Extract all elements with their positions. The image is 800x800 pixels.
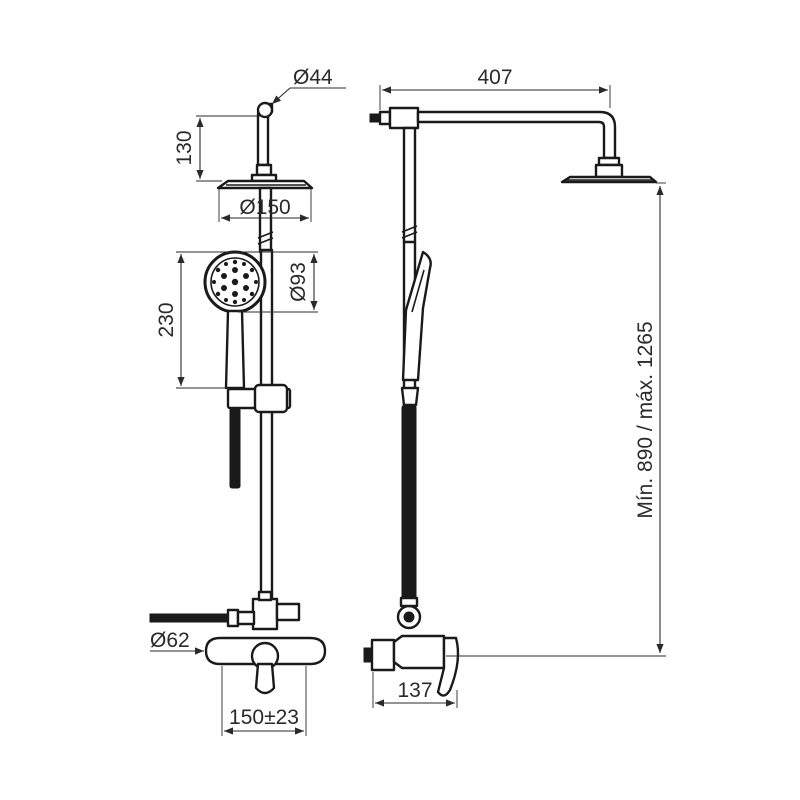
side-mixer-body [392,634,446,670]
label-arm-height: 130 [173,130,196,165]
front-diverter-body [251,597,279,631]
label-mixer-depth: 137 [397,679,432,702]
label-arm-diameter: Ø44 [293,66,333,89]
label-height-range: Mín. 890 / máx. 1265 [634,321,657,518]
label-hand-head-diameter: Ø93 [287,262,310,302]
label-inlet-diameter: Ø62 [150,629,190,652]
front-riser-joint [257,231,274,245]
label-head-diameter: Ø150 [239,196,290,219]
front-diverter-knob [275,602,301,622]
side-view [363,106,658,697]
hand-shower-nozzles [212,259,258,305]
label-hand-shower-length: 230 [155,302,178,337]
side-hose [401,404,417,616]
side-hand-shower-holder [400,386,420,407]
front-head-connector [255,163,273,177]
side-upper-riser [402,126,417,245]
side-overhead-arm [416,110,617,160]
label-inlet-spacing: 150±23 [229,706,299,729]
front-hose-connector [149,613,229,623]
front-hose [229,407,241,489]
label-arm-reach: 407 [477,66,512,89]
side-mixer-lever [436,636,460,697]
front-hand-shower-handle [224,309,246,390]
dimension-labels: Ø44 130 Ø150 Ø93 230 Ø62 150±23 407 Mín.… [150,66,657,729]
side-hand-shower [401,250,432,382]
front-main-riser [259,248,274,600]
front-arm-wall-flange [256,101,274,119]
front-mixer-lever [254,662,276,695]
front-view [149,101,327,695]
dimension-lines [150,85,666,736]
side-wall-bracket [378,110,392,126]
